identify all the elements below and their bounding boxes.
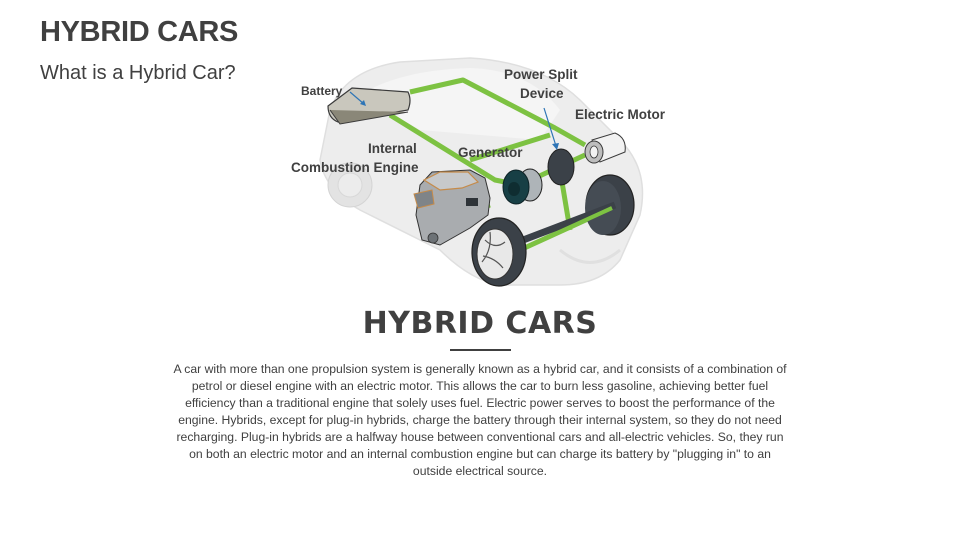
combustion-engine-icon <box>413 169 491 246</box>
label-battery: Battery <box>301 84 343 98</box>
section-body: A car with more than one propulsion syst… <box>173 362 787 478</box>
generator-icon <box>502 168 543 205</box>
hybrid-car-diagram: Battery Power Split Device Electric Moto… <box>280 50 700 300</box>
slide-title: HYBRID CARS <box>40 16 239 48</box>
title-underline <box>450 349 511 351</box>
front-wheel-icon <box>471 217 527 287</box>
car-illustration <box>319 57 644 287</box>
power-split-device-icon <box>547 148 575 186</box>
power-split-arrow-icon <box>543 107 557 147</box>
label-ice-line2: Combustion Engine <box>291 160 419 175</box>
slide-subtitle: What is a Hybrid Car? <box>40 62 236 84</box>
axle-icon <box>508 201 617 249</box>
label-ice-line1: Internal <box>368 141 417 156</box>
battery-arrow-icon <box>349 91 365 105</box>
label-electric-motor: Electric Motor <box>575 107 666 122</box>
electric-motor-icon <box>584 132 626 164</box>
battery-icon <box>327 87 411 125</box>
label-power-split-line2: Device <box>520 86 564 101</box>
section-title: HYBRID CARS <box>362 306 598 341</box>
label-generator: Generator <box>458 145 523 160</box>
label-power-split-line1: Power Split <box>504 67 578 82</box>
